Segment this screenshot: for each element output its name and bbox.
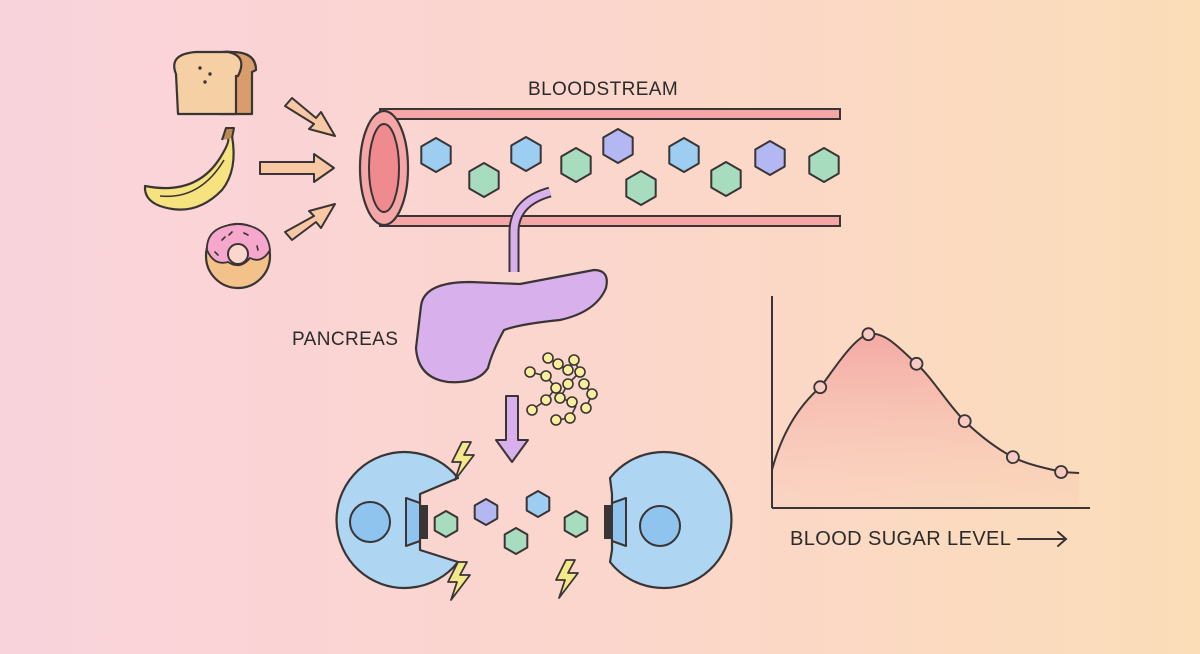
glucose-hexagon-icon: [420, 137, 452, 173]
data-point-6: [1054, 465, 1068, 479]
blood-sugar-chart: [771, 296, 1090, 509]
arrow-icon: [1017, 531, 1068, 547]
data-point-4: [957, 414, 972, 429]
glucose-hexagon-icon: [563, 510, 589, 538]
bread-icon: [173, 50, 258, 116]
glucose-hexagon-icon: [754, 140, 786, 176]
glucose-hexagons-cells: [433, 490, 589, 555]
data-point-1: [813, 380, 828, 395]
data-point-2: [861, 327, 876, 342]
glucose-hexagon-icon: [808, 147, 840, 183]
glucose-hexagon-icon: [473, 498, 499, 526]
glucose-hexagon-icon: [602, 128, 634, 164]
pancreatic-duct: [508, 186, 552, 272]
donut-icon: [204, 222, 272, 290]
blood-vessel: [358, 108, 841, 227]
pancreas-organ: [414, 268, 608, 384]
curve-area: [772, 333, 1080, 508]
arrow-icon: [259, 97, 336, 241]
bloodstream-label: BLOODSTREAM: [528, 79, 679, 100]
insulin-molecules: [524, 352, 598, 426]
glucose-hexagon-icon: [560, 147, 592, 183]
pancreas-label: PANCREAS: [292, 329, 399, 350]
cell-icon: [335, 450, 460, 590]
data-point-5: [1006, 450, 1020, 465]
glucose-hexagon-icon: [625, 170, 657, 206]
lightning-icon: [447, 441, 579, 601]
arrow-icon: [495, 395, 529, 463]
data-point-3: [909, 356, 924, 371]
glucose-hexagon-icon: [525, 490, 551, 518]
glucose-hexagon-icon: [433, 510, 459, 538]
banana-icon: [143, 127, 235, 211]
glucose-hexagon-icon: [710, 161, 742, 197]
glucose-hexagon-icon: [468, 162, 500, 198]
glucose-hexagons-bloodstream: [420, 128, 840, 206]
glucose-hexagon-icon: [510, 136, 542, 172]
glucose-hexagon-icon: [668, 137, 700, 173]
x-axis-label: BLOOD SUGAR LEVEL: [790, 528, 1012, 550]
cell-icon: [604, 450, 733, 590]
glucose-hexagon-icon: [503, 527, 529, 555]
